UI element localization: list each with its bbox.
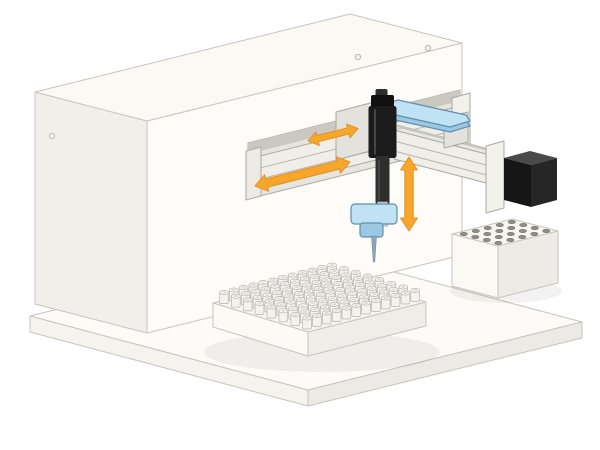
well-tube (400, 290, 411, 305)
rack-hole (507, 225, 516, 231)
well-tube (278, 308, 289, 323)
motor-left-face (504, 158, 531, 207)
pipette-barrel (375, 156, 390, 204)
well-plate (212, 262, 427, 357)
box-left-face (34, 91, 148, 334)
motor-right-face (531, 158, 557, 207)
screw-icon (48, 132, 56, 140)
x-axis-arrow-lower (254, 156, 351, 192)
enclosure-box (34, 13, 463, 334)
y-rail-groove-1 (393, 140, 491, 167)
well-tube (302, 315, 312, 330)
rack-hole (471, 234, 480, 240)
rack-hole (530, 225, 539, 231)
rack-hole (495, 222, 504, 228)
rack-hole (482, 237, 491, 243)
screw-icon (424, 44, 432, 52)
well-tube (219, 290, 229, 304)
pipette-assembly (350, 89, 471, 263)
screw-icon (354, 53, 362, 61)
well-plate-tubes (219, 262, 420, 330)
motor-top-face (504, 151, 557, 165)
rack-hole (494, 240, 503, 246)
x-rail-end-cap (245, 146, 262, 201)
well-tube (371, 298, 381, 312)
rack-hole (518, 228, 527, 234)
rack-hole (518, 234, 527, 240)
rack-hole (506, 237, 515, 243)
stepper-motor (504, 151, 557, 207)
well-tube (341, 305, 352, 320)
tube-rack-front-right-face (497, 230, 559, 299)
rack-hole (519, 222, 528, 228)
rack-hole (459, 231, 468, 237)
pipette-body (368, 106, 397, 158)
tube-rack (451, 218, 559, 299)
well-tube (351, 303, 361, 317)
z-axis-arrow (400, 156, 418, 232)
rack-hole (471, 228, 480, 234)
well-tube (231, 293, 241, 308)
well-tube (390, 293, 401, 307)
rack-hole (483, 231, 492, 237)
tube-rack-holes (459, 219, 551, 246)
box-top-face (34, 13, 463, 122)
well-tube (266, 304, 277, 319)
well-tube (380, 295, 391, 310)
well-tube (242, 297, 253, 312)
rack-hole (495, 228, 504, 234)
rack-hole (506, 231, 515, 237)
pipette-clamp (350, 203, 398, 225)
rack-hole (494, 234, 503, 240)
well-plate-front-right-face (307, 301, 427, 357)
well-tube (290, 311, 300, 326)
rack-hole (530, 231, 539, 237)
well-tube (361, 300, 371, 315)
x-axis-arrow-upper (307, 123, 359, 146)
rack-hole (542, 228, 551, 234)
well-tube (254, 301, 265, 315)
well-tube (331, 308, 342, 322)
rack-hole (507, 219, 516, 225)
well-tube (321, 310, 332, 325)
pipette-cap (371, 95, 394, 108)
well-tube (312, 313, 322, 327)
panel-screws (48, 44, 432, 140)
pipette-needle (371, 235, 377, 263)
rack-hole (483, 225, 492, 231)
well-tube (410, 288, 420, 302)
platform-front-right-face (307, 321, 583, 407)
y-rail-groove-2 (393, 150, 491, 177)
pipette-clamp-lower (359, 222, 384, 238)
motor-flange (485, 140, 505, 214)
